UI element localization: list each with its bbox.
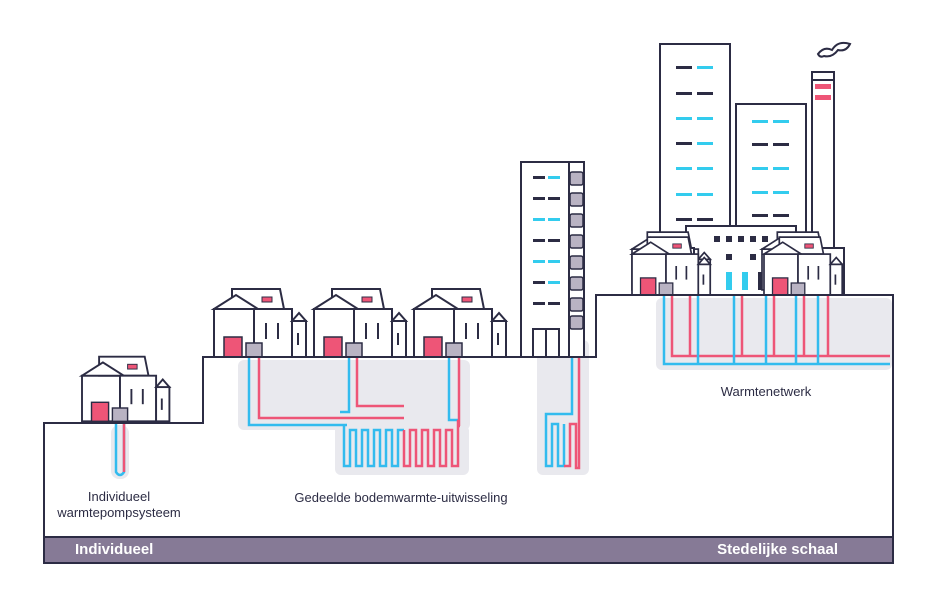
individual-house	[81, 355, 171, 423]
individual-system-label-line2: warmtepompsysteem	[57, 505, 181, 520]
shared-ground-loop	[247, 352, 461, 468]
shared-house-2	[313, 288, 407, 358]
city-skyline	[631, 41, 852, 296]
heat-network-label: Warmtenetwerk	[720, 384, 812, 399]
smoke-icon	[816, 41, 852, 58]
scale-bar	[43, 536, 894, 564]
individual-system-label-line1: Individueel	[87, 489, 151, 504]
shared-exchange-label: Gedeelde bodemwarmte-uitwisseling	[294, 490, 508, 505]
heat-network-pipes	[662, 293, 890, 366]
scale-right-label: Stedelijke schaal	[717, 541, 838, 558]
individual-system-label: Individueel warmtepompsysteem	[44, 489, 194, 521]
shared-house-1	[213, 288, 307, 358]
apartment-tower	[520, 161, 585, 358]
tower-ground-loop	[544, 330, 581, 470]
shared-house-3	[413, 288, 507, 358]
scale-left-label: Individueel	[75, 541, 154, 558]
